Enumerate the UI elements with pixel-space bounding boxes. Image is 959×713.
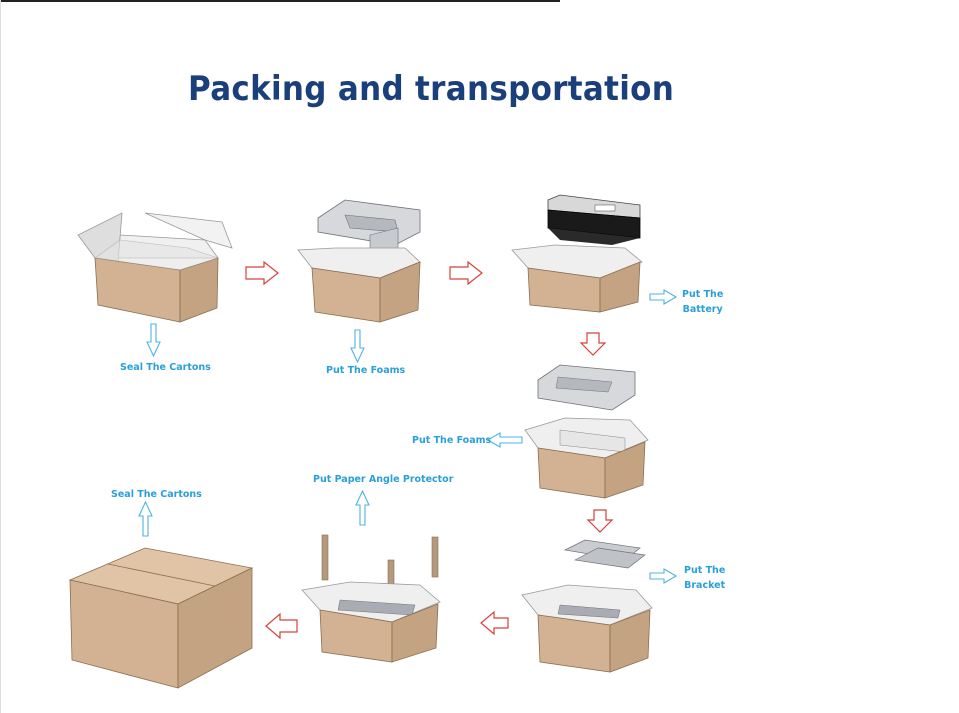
red-arrow-left-2 xyxy=(265,612,298,640)
label-seal-cartons-top: Seal The Cartons xyxy=(120,362,211,373)
left-border-line xyxy=(0,0,1,713)
red-arrow-right-1 xyxy=(245,260,279,286)
label-put-foams-mid: Put The Foams xyxy=(412,435,492,446)
blue-arrow-down-foams xyxy=(350,329,365,364)
blue-arrow-up-seal xyxy=(138,500,153,537)
blue-arrow-down-seal xyxy=(146,323,161,358)
carton-with-angle-protectors xyxy=(301,534,441,663)
label-put-bracket: Put The Bracket xyxy=(684,565,726,591)
red-arrow-left-1 xyxy=(480,610,509,636)
blue-arrow-right-battery xyxy=(649,289,678,305)
red-arrow-down-2 xyxy=(586,509,614,533)
blue-arrow-up-protector xyxy=(355,489,370,526)
page-title: Packing and transportation xyxy=(188,70,675,109)
red-arrow-right-2 xyxy=(449,260,483,286)
label-seal-cartons-final: Seal The Cartons xyxy=(111,489,202,500)
blue-arrow-right-bracket xyxy=(649,568,678,584)
label-put-battery: Put The Battery xyxy=(682,289,724,315)
carton-with-top-foam xyxy=(524,364,649,499)
label-put-angle-protector: Put Paper Angle Protector xyxy=(313,474,454,485)
carton-with-battery xyxy=(511,194,643,313)
carton-open-empty xyxy=(77,212,233,323)
red-arrow-down-1 xyxy=(579,332,607,356)
carton-with-foam-blocks xyxy=(297,199,421,323)
carton-with-bracket xyxy=(521,539,653,673)
carton-sealed xyxy=(68,547,254,689)
top-border-line xyxy=(0,0,560,2)
label-put-foams-top: Put The Foams xyxy=(326,365,406,376)
blue-arrow-left-foams xyxy=(486,432,523,448)
